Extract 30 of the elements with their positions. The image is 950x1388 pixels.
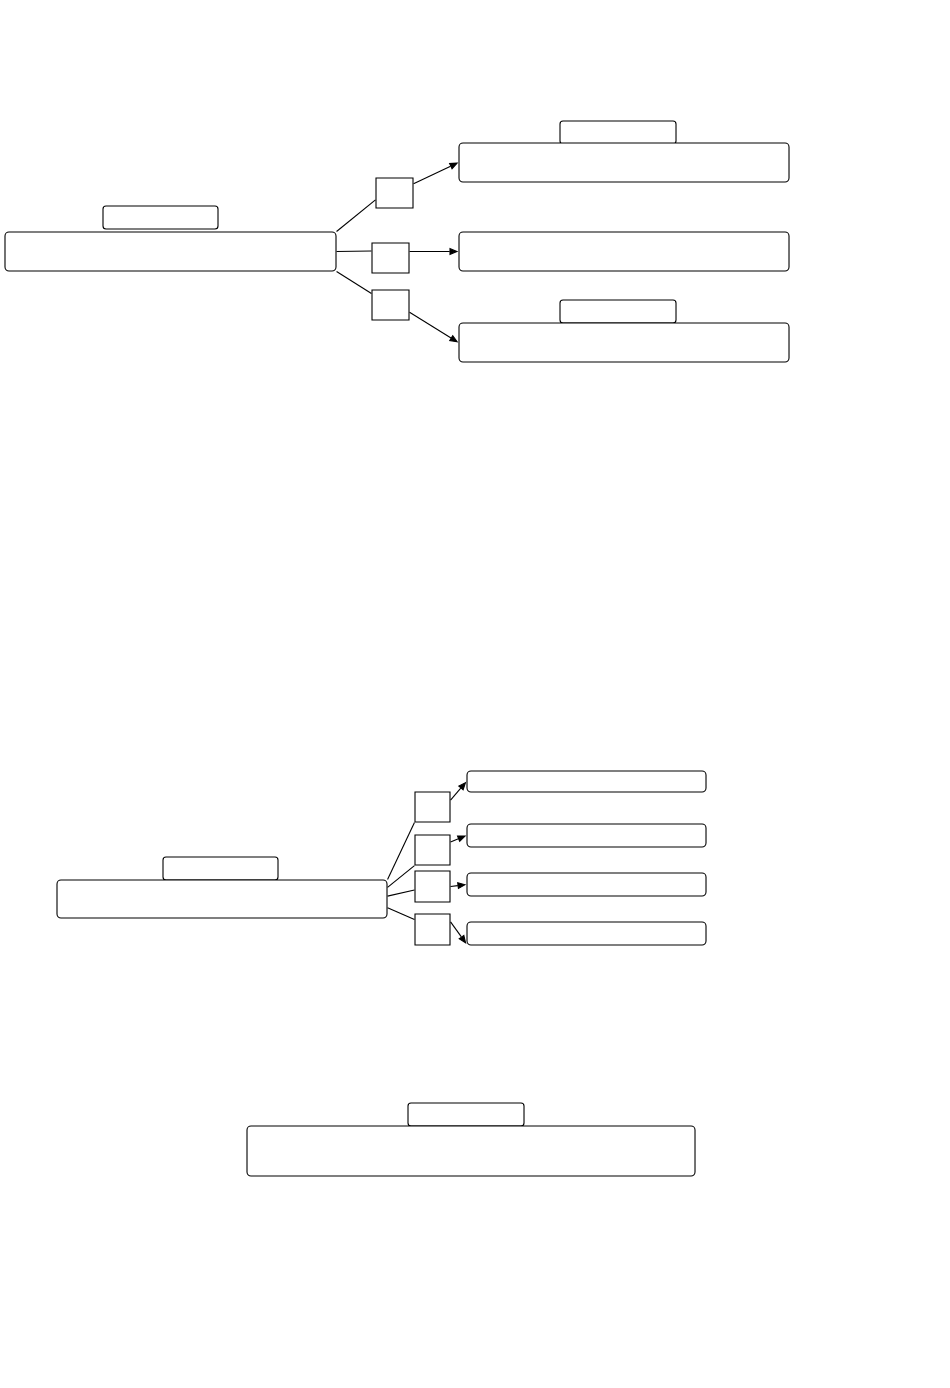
rounded-box xyxy=(56,879,388,919)
tab-box xyxy=(559,299,677,324)
rounded-box xyxy=(466,770,707,793)
connector-line xyxy=(387,907,415,921)
square-box xyxy=(375,177,414,209)
connector-line xyxy=(336,271,372,295)
square-box xyxy=(414,791,451,823)
connector-line xyxy=(387,865,415,888)
square-box xyxy=(414,913,451,946)
rounded-box xyxy=(458,231,790,272)
tab-box xyxy=(559,120,677,145)
rounded-box xyxy=(246,1125,696,1177)
rounded-box xyxy=(458,322,790,363)
square-box xyxy=(414,870,451,903)
rounded-box xyxy=(458,142,790,183)
connector-line xyxy=(336,199,376,232)
tab-box xyxy=(162,856,279,881)
connector-line xyxy=(336,250,372,253)
rounded-box xyxy=(466,872,707,897)
square-box xyxy=(414,834,451,866)
square-box xyxy=(371,242,410,274)
arrow xyxy=(450,921,467,944)
connector-line xyxy=(387,889,415,897)
connector-line xyxy=(387,822,415,880)
tab-box xyxy=(102,205,219,230)
tab-box xyxy=(407,1102,525,1127)
rounded-box xyxy=(466,823,707,848)
square-box xyxy=(371,289,410,321)
rounded-box xyxy=(4,231,337,272)
rounded-box xyxy=(466,921,707,946)
